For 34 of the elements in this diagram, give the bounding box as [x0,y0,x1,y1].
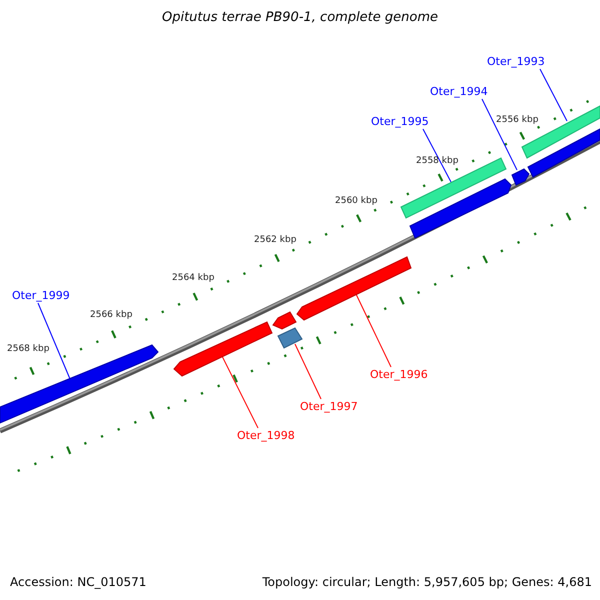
topology-text: Topology: circular; Length: 5,957,605 bp; Genes: 4,681 [262,576,592,588]
gene-feature-block [272,311,297,330]
map-title: Opitutus terrae PB90-1, complete genome [160,11,440,24]
leader-line [422,128,452,182]
gene-feature-block [527,128,600,178]
gene-feature-block [511,168,530,186]
gene-feature-block [409,178,512,239]
leader-line [222,356,258,428]
gene-label: Oter_1996 [370,369,428,380]
gene-label: Oter_1995 [371,116,429,127]
gene-feature-block [400,157,507,219]
gene-label: Oter_1999 [12,290,70,301]
accession-text: Accession: NC_010571 [10,576,146,588]
gene-label: Oter_1993 [487,56,545,67]
scale-label: 2558 kbp [416,157,458,166]
gene-label: Oter_1994 [430,86,488,97]
gene-label: Oter_1997 [300,401,358,412]
gene-feature-block [296,256,412,321]
gene-feature-block [0,344,159,424]
gene-label: Oter_1998 [237,430,295,441]
scale-label: 2556 kbp [496,116,538,125]
scale-label: 2560 kbp [335,197,378,206]
leader-line [482,98,518,170]
leader-line [540,68,568,122]
leader-line [294,344,322,400]
gene-feature-block [521,105,600,159]
gene-feature-block [173,321,273,377]
gene-feature-block [277,327,303,349]
leader-line [356,294,392,368]
scale-label: 2562 kbp [254,236,296,245]
scale-label: 2568 kbp [7,345,50,354]
leader-line [38,302,70,380]
scale-label: 2564 kbp [172,274,214,283]
scale-label: 2566 kbp [90,311,132,320]
